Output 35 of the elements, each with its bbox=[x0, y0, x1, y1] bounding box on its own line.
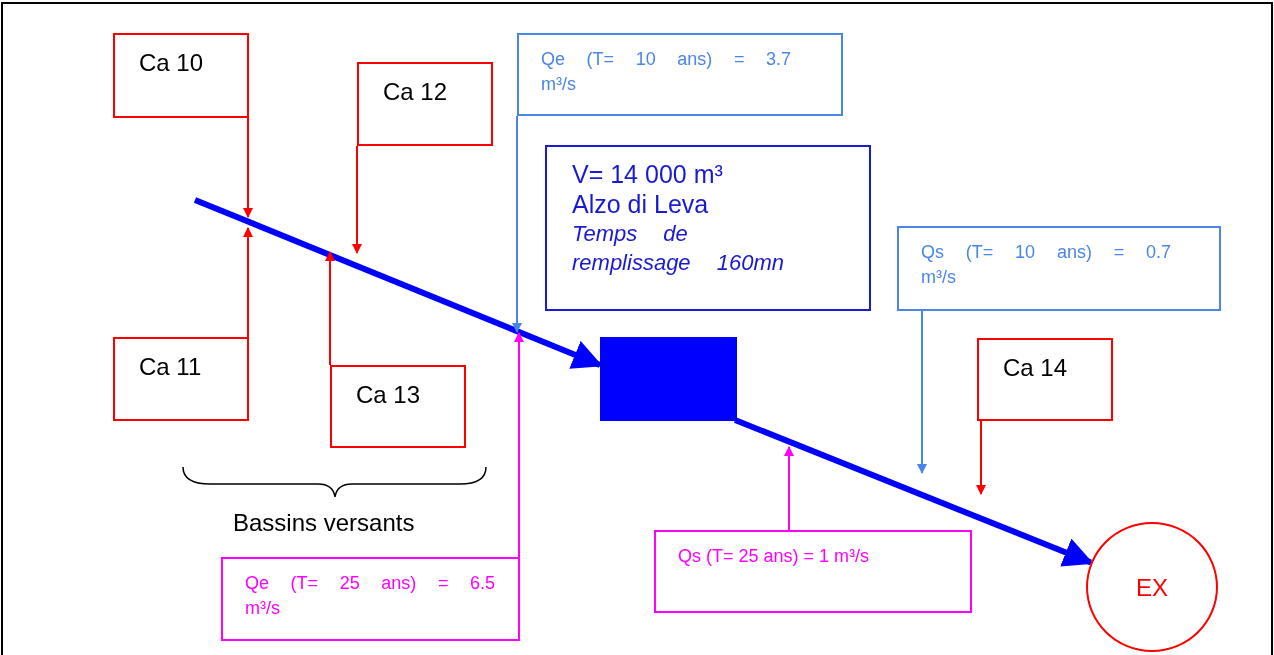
catchment-label: Ca 10 bbox=[139, 49, 204, 77]
reservoir-block bbox=[600, 337, 737, 421]
catchment-label: Ca 11 bbox=[139, 353, 202, 381]
volume-box bbox=[545, 145, 871, 311]
catchment-label: Ca 14 bbox=[1003, 354, 1068, 382]
flow-label: Qe (T= 25 ans) = 6.5 m³/s bbox=[245, 572, 495, 620]
arrow bbox=[784, 446, 794, 531]
arrow bbox=[917, 310, 927, 474]
arrow bbox=[514, 332, 524, 558]
catchment-box bbox=[977, 338, 1113, 421]
arrow bbox=[512, 115, 522, 333]
flow-box bbox=[221, 557, 520, 641]
brace-label: Bassins versants bbox=[233, 509, 415, 537]
arrow bbox=[733, 417, 1094, 567]
arrow bbox=[352, 145, 362, 254]
catchment-box bbox=[357, 62, 493, 146]
catchment-box bbox=[113, 33, 249, 118]
arrow bbox=[976, 420, 986, 495]
flow-box bbox=[517, 33, 843, 116]
arrow bbox=[243, 117, 253, 218]
arrow bbox=[325, 251, 335, 366]
flow-box bbox=[654, 530, 972, 613]
flow-label: Qs (T= 25 ans) = 1 m³/s bbox=[678, 545, 871, 568]
catchment-box bbox=[330, 365, 466, 448]
flow-label: Qs (T= 10 ans) = 0.7 m³/s bbox=[921, 241, 1171, 289]
catchment-label: Ca 12 bbox=[383, 78, 448, 106]
note-text: Temps de remplissage 160mn bbox=[572, 220, 785, 277]
flow-label: Qe (T= 10 ans) = 3.7 m³/s bbox=[541, 48, 791, 96]
outlet-label: EX bbox=[1136, 574, 1168, 602]
catchment-label: Ca 13 bbox=[356, 381, 421, 409]
arrow bbox=[243, 227, 253, 338]
volume-label: Alzo di Leva bbox=[572, 189, 710, 219]
volume-label: V= 14 000 m³ bbox=[572, 159, 724, 189]
catchment-box bbox=[113, 337, 249, 421]
flow-box bbox=[897, 226, 1221, 311]
